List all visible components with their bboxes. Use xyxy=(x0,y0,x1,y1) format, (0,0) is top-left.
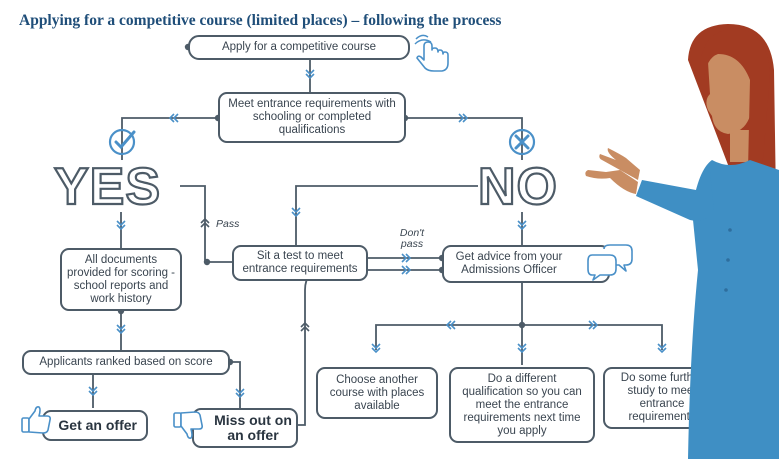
choose-course-box: Choose another course with places availa… xyxy=(316,367,438,419)
sit-test-box: Sit a test to meet entrance requirements xyxy=(232,245,368,281)
thumbs-up-icon xyxy=(21,406,51,434)
ranked-box: Applicants ranked based on score xyxy=(22,350,230,375)
pass-label: Pass xyxy=(216,218,240,230)
dont-pass-label: Don't pass xyxy=(399,227,425,250)
get-offer-box: Get an offer xyxy=(42,410,148,441)
speech-bubbles-icon xyxy=(587,244,633,281)
hand-pointer-icon xyxy=(414,34,449,72)
woman-illustration xyxy=(585,24,779,459)
no-heading: NO xyxy=(477,157,558,217)
x-circle-icon xyxy=(508,128,536,156)
meet-requirements-box: Meet entrance requirements with schoolin… xyxy=(218,92,406,143)
thumbs-down-icon xyxy=(173,411,203,439)
advice-box: Get advice from your Admissions Officer xyxy=(442,245,610,283)
yes-heading: YES xyxy=(53,157,162,217)
diagram-title: Applying for a competitive course (limit… xyxy=(19,12,502,29)
check-circle-icon xyxy=(108,128,136,156)
miss-offer-box: Miss out on an offer xyxy=(192,408,298,448)
documents-box: All documents provided for scoring - sch… xyxy=(60,248,182,311)
apply-box: Apply for a competitive course xyxy=(188,35,410,60)
different-qualification-box: Do a different qualification so you can … xyxy=(449,367,595,443)
